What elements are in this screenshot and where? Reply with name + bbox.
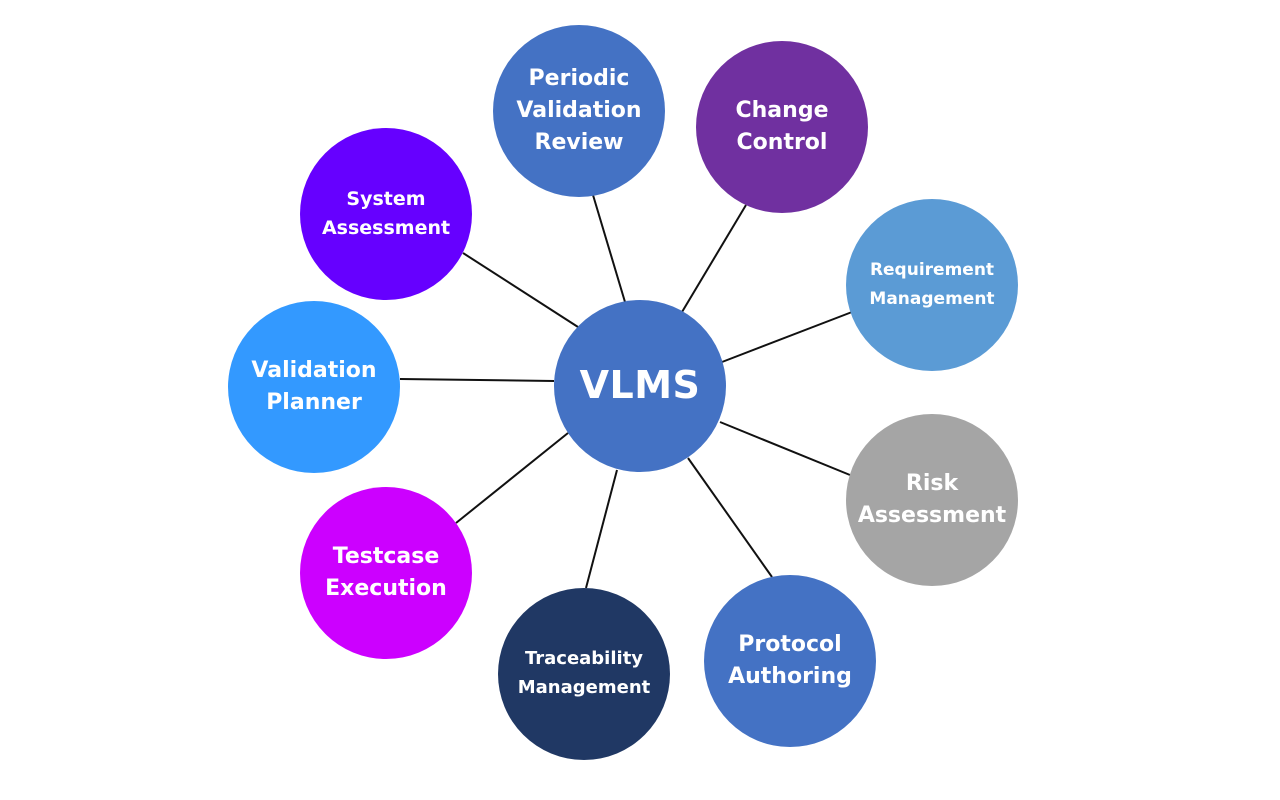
module-label-line: Assessment — [321, 217, 451, 239]
connector-periodic — [592, 194, 626, 303]
module-label-line: Periodic — [528, 66, 630, 92]
vlms-hub-label: VLMS — [579, 363, 701, 408]
connector-planner — [399, 378, 555, 382]
module-label-line: Risk — [905, 471, 959, 497]
module-label-line: System — [346, 187, 426, 210]
module-label-line: Authoring — [728, 664, 852, 689]
connector-traceability — [585, 469, 618, 589]
module-label-line: Control — [736, 130, 828, 155]
module-periodic-validation-review[interactable]: Periodic Validation Review — [493, 25, 665, 197]
module-label-line: Management — [869, 289, 995, 309]
connector-system — [462, 252, 579, 328]
connector-testcase — [455, 432, 569, 524]
module-traceability-management[interactable]: Traceability Management — [498, 588, 670, 760]
module-label-line: Protocol — [738, 632, 842, 658]
module-label-line: Assessment — [857, 503, 1007, 528]
connector-risk — [719, 421, 851, 476]
module-testcase-execution[interactable]: Testcase Execution — [300, 487, 472, 659]
module-label-line: Planner — [266, 390, 362, 415]
module-protocol-authoring[interactable]: Protocol Authoring — [704, 575, 876, 747]
module-risk-assessment[interactable]: Risk Assessment — [846, 414, 1018, 586]
module-label-line: Traceability — [524, 648, 644, 670]
module-label-line: Management — [517, 677, 651, 698]
module-label-line: Execution — [325, 576, 447, 601]
connector-change — [681, 204, 747, 313]
module-system-assessment[interactable]: System Assessment — [300, 128, 472, 300]
module-change-control[interactable]: Change Control — [696, 41, 868, 213]
module-label-line: Testcase — [332, 544, 440, 570]
module-label-line: Validation — [516, 98, 642, 124]
module-label-line: Validation — [251, 358, 377, 384]
module-validation-planner[interactable]: Validation Planner — [228, 301, 400, 473]
module-label-line: Review — [534, 129, 624, 155]
connector-requirement — [721, 311, 853, 363]
module-label-line: Change — [735, 98, 829, 124]
vlms-hub[interactable]: VLMS — [554, 300, 726, 472]
connector-protocol — [687, 457, 773, 578]
module-label-line: Requirement — [869, 260, 995, 281]
module-requirement-management[interactable]: Requirement Management — [846, 199, 1018, 371]
